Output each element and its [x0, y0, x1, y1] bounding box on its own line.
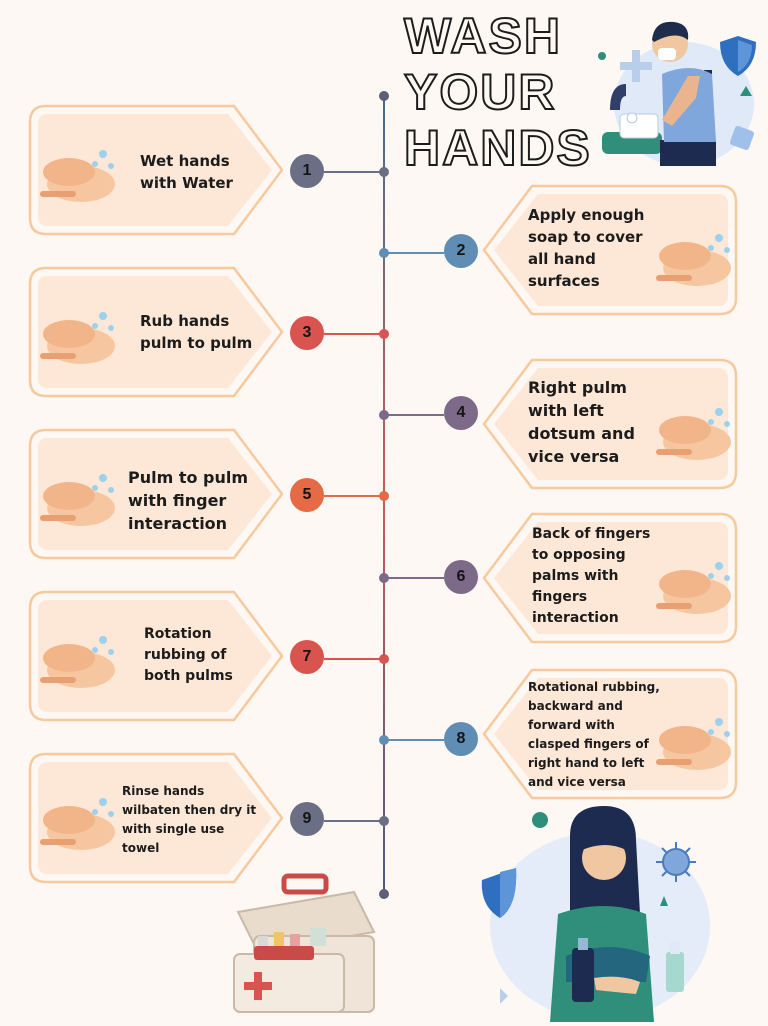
title-line-3: HANDS [403, 119, 592, 177]
water-tap-hands-icon [32, 134, 124, 218]
step-card-2: Apply enough soap to cover all hand surf… [482, 184, 738, 316]
step-card-7: Rotation rubbing of both pulms [28, 590, 284, 722]
timeline-node-2 [379, 248, 389, 258]
step-connector-4 [384, 414, 444, 416]
timeline-node-9 [379, 816, 389, 826]
step-card-8: Rotational rubbing, backward and forward… [482, 668, 738, 800]
step-connector-3 [324, 333, 384, 335]
step-card-6: Back of fingers to opposing palms with f… [482, 512, 738, 644]
step-card-4: Right pulm with left dotsum and vice ver… [482, 358, 738, 490]
step-badge-4: 4 [444, 396, 478, 430]
step-card-1: Wet hands with Water [28, 104, 284, 236]
step-badge-5: 5 [290, 478, 324, 512]
step-text-3: Rub hands pulm to pulm [140, 312, 253, 352]
fingertip-rub-icon [648, 702, 740, 786]
step-text-4: Right pulm with left dotsum and vice ver… [528, 378, 635, 466]
finger-back-icon [648, 546, 740, 630]
shield-icon [716, 34, 760, 78]
page-title: WASH YOUR HANDS [403, 7, 604, 177]
interlaced-hands-icon [648, 392, 740, 476]
soap-hands-icon [648, 218, 740, 302]
step-connector-8 [384, 739, 444, 741]
step-badge-9: 9 [290, 802, 324, 836]
step-badge-3: 3 [290, 316, 324, 350]
step-text-1: Wet hands with Water [140, 152, 233, 192]
timeline-cap-top [379, 91, 389, 101]
step-badge-1: 1 [290, 154, 324, 188]
step-connector-6 [384, 577, 444, 579]
step-connector-9 [324, 820, 384, 822]
step-badge-6: 6 [444, 560, 478, 594]
step-badge-8: 8 [444, 722, 478, 756]
step-text-6: Back of fingers to opposing palms with f… [532, 526, 651, 626]
boy-washing-hands-illustration [592, 14, 762, 170]
step-connector-1 [324, 171, 384, 173]
finger-interlace-icon [32, 458, 124, 542]
girl-sanitizer-illustration [470, 806, 710, 1022]
thumb-rotation-icon [32, 620, 124, 704]
virus-icon [654, 840, 698, 884]
step-text-7: Rotation rubbing of both pulms [144, 626, 233, 684]
step-text-9: Rinse hands wilbaten then dry it with si… [122, 784, 257, 855]
rubbing-hands-icon [32, 296, 124, 380]
first-aid-kit-icon [224, 872, 384, 1016]
timeline-node-6 [379, 573, 389, 583]
towel-dry-icon [32, 782, 124, 866]
step-card-9: Rinse hands wilbaten then dry it with si… [28, 752, 284, 884]
step-badge-2: 2 [444, 234, 478, 268]
step-text-2: Apply enough soap to cover all hand surf… [528, 206, 645, 290]
title-line-1: WASH [403, 7, 562, 65]
timeline-node-3 [379, 329, 389, 339]
step-connector-7 [324, 658, 384, 660]
timeline-node-5 [379, 491, 389, 501]
timeline-node-8 [379, 735, 389, 745]
step-badge-7: 7 [290, 640, 324, 674]
timeline-node-7 [379, 654, 389, 664]
timeline-cap-bottom [379, 889, 389, 899]
step-text-8: Rotational rubbing, backward and forward… [528, 680, 660, 789]
step-card-3: Rub hands pulm to pulm [28, 266, 284, 398]
timeline-node-4 [379, 410, 389, 420]
step-text-5: Pulm to pulm with finger interaction [128, 468, 249, 533]
timeline-node-1 [379, 167, 389, 177]
step-connector-2 [384, 252, 444, 254]
title-line-2: YOUR [403, 63, 557, 121]
step-card-5: Pulm to pulm with finger interaction [28, 428, 284, 560]
step-connector-5 [324, 495, 384, 497]
